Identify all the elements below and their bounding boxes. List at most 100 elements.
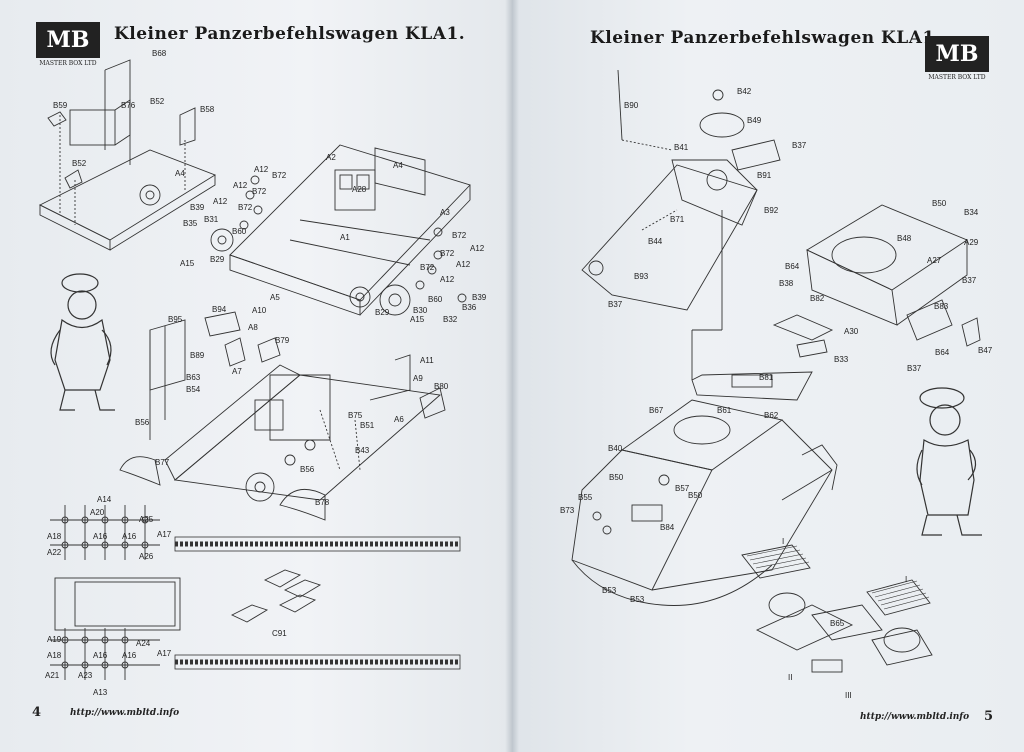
label-A20: A20 [90, 508, 105, 517]
label-B72: B72 [272, 171, 287, 180]
label-B50-2: B50 [609, 473, 624, 482]
label-A16-3: A16 [93, 651, 108, 660]
label-C91: C91 [272, 629, 287, 638]
crewman-figure [916, 387, 982, 536]
logo-mark: MB [36, 22, 100, 58]
label-B40: B40 [608, 444, 623, 453]
label-B41: B41 [674, 143, 689, 152]
label-B51: B51 [360, 421, 375, 430]
label-B29-2: B29 [375, 308, 390, 317]
label-B75: B75 [348, 411, 363, 420]
label-B59: B59 [53, 101, 68, 110]
drive-sprocket [245, 472, 275, 502]
label-B42: B42 [737, 87, 752, 96]
label-B65: B65 [830, 619, 845, 628]
label-B90: B90 [624, 101, 639, 110]
label-B37: B37 [792, 141, 807, 150]
label-A21: A21 [45, 671, 60, 680]
label-B39: B39 [190, 203, 205, 212]
label-B49: B49 [747, 116, 762, 125]
label-B64: B64 [785, 262, 800, 271]
hatch-cover-part [699, 112, 745, 138]
antenna-part [617, 69, 623, 141]
label-B61: B61 [717, 406, 732, 415]
road-wheels-left [210, 175, 263, 252]
label-B52: B52 [150, 97, 165, 106]
label-B52-2: B52 [72, 159, 87, 168]
engine-grille-right [866, 579, 931, 616]
label-B43: B43 [355, 446, 370, 455]
label-B68: B68 [152, 49, 167, 58]
label-B64-2: B64 [935, 348, 950, 357]
label-B32: B32 [443, 315, 458, 324]
label-A28: A28 [352, 185, 367, 194]
track-run-upper [174, 536, 461, 552]
label-B38: B38 [779, 279, 794, 288]
label-A19: A19 [47, 635, 62, 644]
label-B91: B91 [757, 171, 772, 180]
label-A16: A16 [93, 532, 108, 541]
website-url: http://www.mbltd.info [70, 708, 180, 718]
road-wheels-right [349, 227, 467, 316]
stowage-box-part [69, 109, 116, 146]
page-title: Kleiner Panzerbefehlswagen KLA1. [114, 24, 466, 44]
hatch-panel [334, 169, 376, 211]
label-B79: B79 [275, 336, 290, 345]
label-A10: A10 [252, 306, 267, 315]
track-run-lower [174, 654, 461, 670]
engine-grille-left [741, 544, 811, 579]
hull-top-part [620, 399, 784, 471]
label-I-2: I [905, 575, 907, 584]
right-assembly-diagram: B90 B42 B49 B41 B37 B91 B92 B71 B44 B93 … [560, 69, 993, 700]
label-A1: A1 [340, 233, 350, 242]
label-A3: A3 [440, 208, 450, 217]
label-B39-2: B39 [472, 293, 487, 302]
label-B57: B57 [675, 484, 690, 493]
label-A12-4: A12 [470, 244, 485, 253]
label-B53: B53 [602, 586, 617, 595]
label-B80: B80 [434, 382, 449, 391]
hull-assembly-part [173, 374, 442, 501]
label-A12: A12 [254, 165, 269, 174]
label-B37-3: B37 [962, 276, 977, 285]
suspension-frame [54, 577, 181, 631]
engine-deck-part [691, 371, 813, 401]
label-A11: A11 [420, 356, 434, 365]
label-A14: A14 [97, 495, 112, 504]
label-B72-4: B72 [452, 231, 467, 240]
label-A2: A2 [326, 153, 336, 162]
label-B29: B29 [210, 255, 225, 264]
label-B89: B89 [190, 351, 205, 360]
label-A15-2: A15 [410, 315, 425, 324]
label-B31: B31 [204, 215, 219, 224]
label-B44: B44 [648, 237, 663, 246]
label-B48: B48 [897, 234, 912, 243]
label-A4-2: A4 [393, 161, 403, 170]
label-A13: A13 [93, 688, 108, 697]
turret-assembly-part [806, 204, 968, 291]
label-B77: B77 [155, 458, 170, 467]
turret-cupola-part [671, 159, 758, 226]
label-B54: B54 [186, 385, 201, 394]
masterbox-logo: MB MASTER BOX LTD [925, 36, 989, 82]
label-B84: B84 [660, 523, 675, 532]
label-B94: B94 [212, 305, 227, 314]
label-B58: B58 [200, 105, 215, 114]
fender-part [119, 456, 161, 486]
label-B93: B93 [634, 272, 649, 281]
label-II: II [788, 673, 792, 682]
label-A12-5: A12 [456, 260, 471, 269]
label-B95: B95 [168, 315, 183, 324]
suspension-bogie-lower [50, 628, 160, 680]
superstructure-part [581, 164, 758, 311]
label-B55: B55 [578, 493, 593, 502]
label-A23: A23 [78, 671, 93, 680]
label-A30: A30 [844, 327, 859, 336]
engine-deck-assembly [755, 592, 933, 673]
label-B63: B63 [186, 373, 201, 382]
label-B50: B50 [932, 199, 947, 208]
tank-commander-figure [50, 273, 115, 411]
label-B30: B30 [413, 306, 428, 315]
label-A18-2: A18 [47, 651, 62, 660]
grille-hatching [746, 545, 930, 610]
